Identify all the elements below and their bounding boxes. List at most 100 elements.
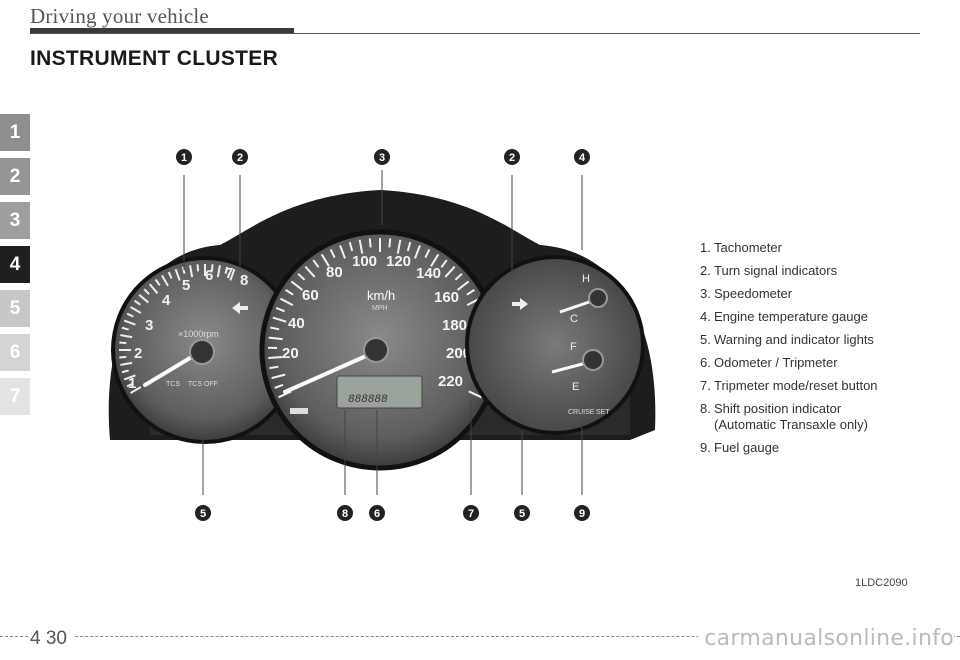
gauge-tick bbox=[444, 265, 456, 278]
speedo-num-100: 100 bbox=[352, 253, 377, 270]
header-bar bbox=[30, 28, 294, 34]
instrument-cluster-illustration: 1 2 3 4 5 6 7 8 ×1000rpm TCS TCS OFF 20 … bbox=[108, 149, 656, 521]
temp-fuel-dial bbox=[465, 255, 645, 435]
gauge-tick bbox=[278, 390, 292, 399]
gauge-tick bbox=[130, 306, 142, 314]
chapter-tab-7[interactable]: 7 bbox=[0, 378, 30, 415]
callout-3: 3 bbox=[379, 152, 385, 164]
gauge-tick bbox=[119, 341, 127, 345]
tach-num-3: 3 bbox=[145, 317, 153, 334]
gauge-tick bbox=[285, 288, 294, 296]
callout-1: 1 bbox=[181, 152, 187, 164]
chapter-tabs: 1 2 3 4 5 6 7 bbox=[0, 114, 40, 422]
gauge-tick bbox=[430, 253, 440, 267]
tach-numbers: 1 2 3 4 5 6 7 8 bbox=[128, 265, 248, 392]
gauge-tick bbox=[339, 245, 346, 259]
bottom-callouts: 5 8 6 7 5 9 bbox=[195, 505, 590, 521]
speedo-num-120: 120 bbox=[386, 253, 411, 270]
fuel-hub bbox=[582, 349, 604, 371]
chapter-tab-5[interactable]: 5 bbox=[0, 290, 30, 327]
gauge-tick bbox=[143, 288, 150, 295]
callout-leaders bbox=[183, 170, 583, 495]
watermark[interactable]: carmanualsonline.info bbox=[698, 626, 954, 651]
fuel-empty-label: E bbox=[572, 381, 579, 393]
turn-signal-right-icon bbox=[512, 298, 528, 310]
tach-ticks bbox=[119, 264, 236, 394]
chapter-tab-3[interactable]: 3 bbox=[0, 202, 30, 239]
callout-7: 7 bbox=[468, 508, 474, 520]
gauge-tick bbox=[167, 271, 173, 279]
chapter-tab-4-active[interactable]: 4 bbox=[0, 246, 30, 283]
gauge-tick bbox=[274, 383, 284, 389]
speedo-num-60: 60 bbox=[302, 287, 319, 304]
gauge-tick bbox=[196, 264, 200, 272]
gauge-tick bbox=[148, 283, 159, 294]
chapter-tab-2[interactable]: 2 bbox=[0, 158, 30, 195]
legend-item: 1.Tachometer bbox=[700, 240, 782, 255]
speedo-hub bbox=[363, 337, 389, 363]
legend-item: 9.Fuel gauge bbox=[700, 440, 780, 455]
speedo-num-80: 80 bbox=[326, 264, 343, 281]
callout-8: 8 bbox=[342, 508, 348, 520]
tach-unit: ×1000rpm bbox=[178, 329, 219, 339]
gauge-tick bbox=[229, 268, 236, 281]
gauge-tick bbox=[271, 373, 286, 380]
tach-hub bbox=[189, 339, 215, 365]
gauge-tick bbox=[189, 265, 194, 278]
speed-unit-sub: MPH bbox=[372, 305, 388, 312]
gauge-tick bbox=[130, 386, 142, 394]
gauge-tick bbox=[414, 245, 421, 259]
header-rule bbox=[30, 33, 920, 34]
gauge-tick bbox=[119, 355, 127, 359]
gauge-tick bbox=[424, 249, 431, 258]
gauge-tick bbox=[368, 238, 372, 248]
temp-cold-label: C bbox=[570, 313, 578, 325]
tach-num-8: 8 bbox=[240, 272, 248, 289]
gauge-tick bbox=[126, 382, 134, 388]
gauge-tick bbox=[348, 241, 354, 252]
cruise-label: CRUISE bbox=[568, 409, 595, 416]
gauge-tick bbox=[388, 238, 392, 248]
page-number: 4 30 bbox=[30, 628, 73, 650]
speedo-num-20: 20 bbox=[282, 345, 299, 362]
gauge-tick bbox=[154, 278, 161, 286]
legend-item: 8.Shift position indicator(Automatic Tra… bbox=[700, 401, 868, 432]
gauge-tick bbox=[297, 272, 306, 281]
legend-item: 2.Turn signal indicators bbox=[700, 263, 838, 278]
legend-item: 4.Engine temperature gauge bbox=[700, 309, 868, 324]
legend-item: 6.Odometer / Tripmeter bbox=[700, 355, 838, 370]
shift-indicator-icon bbox=[290, 408, 308, 414]
gauge-tick bbox=[275, 307, 285, 313]
page-title: INSTRUMENT CLUSTER bbox=[30, 47, 279, 70]
gauge-tick bbox=[312, 259, 320, 268]
speedo-num-200: 200 bbox=[446, 345, 471, 362]
tach-num-1: 1 bbox=[128, 375, 136, 392]
speedo-num-160: 160 bbox=[434, 289, 459, 306]
legend-item: 5.Warning and indicator lights bbox=[700, 332, 874, 347]
gauge-tick bbox=[406, 241, 412, 252]
chapter-tab-6[interactable]: 6 bbox=[0, 334, 30, 371]
chapter-tab-1[interactable]: 1 bbox=[0, 114, 30, 151]
speedo-num-220: 220 bbox=[438, 373, 463, 390]
gauge-tick bbox=[123, 319, 136, 326]
gauge-tick bbox=[358, 239, 364, 254]
speedo-numbers: 20 40 60 80 100 120 140 160 180 200 220 bbox=[282, 253, 471, 390]
gauge-tick bbox=[121, 369, 129, 374]
gauge-tick bbox=[456, 280, 470, 291]
fuel-full-label: F bbox=[570, 341, 577, 353]
gauge-tick bbox=[440, 259, 448, 268]
odometer-readout: 888888 bbox=[348, 394, 388, 406]
callout-4: 4 bbox=[579, 152, 586, 164]
gauge-tick bbox=[454, 272, 463, 281]
gauge-tick bbox=[396, 239, 402, 254]
footer-rule bbox=[0, 636, 960, 637]
gauge-tick bbox=[468, 390, 482, 399]
tcs-label: TCS bbox=[166, 381, 180, 388]
legend-item: 7.Tripmeter mode/reset button bbox=[700, 378, 878, 393]
speed-unit: km/h bbox=[367, 288, 395, 303]
gauge-tick bbox=[210, 264, 214, 272]
legend-item: 3.Speedometer bbox=[700, 286, 793, 301]
odometer-display bbox=[336, 375, 423, 409]
callout-2b: 2 bbox=[509, 152, 515, 164]
gauge-tick bbox=[181, 266, 186, 274]
